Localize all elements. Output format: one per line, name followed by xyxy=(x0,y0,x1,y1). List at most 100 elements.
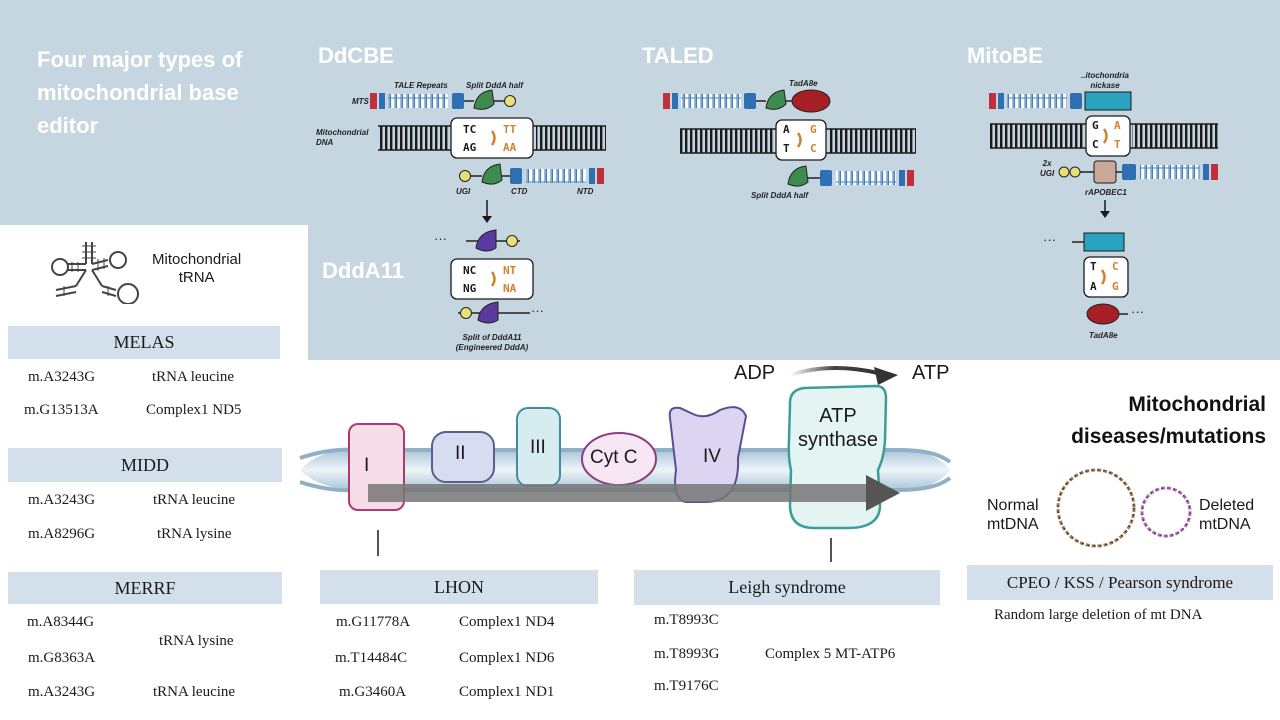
split-ddda-half-top xyxy=(473,89,495,110)
ctd-label: CTD xyxy=(511,187,528,196)
normal-mtdna-line1: Normal xyxy=(987,497,1039,514)
mitobe-title: MitoBE xyxy=(967,43,1043,68)
taled-top-left: A xyxy=(783,123,790,136)
editors-heading-line3: editor xyxy=(37,113,99,138)
base-editor-schematics xyxy=(370,89,1218,325)
ddda11-title: DddA11 xyxy=(322,258,404,283)
ddda11-caption-line2: (Engineered DddA) xyxy=(455,343,529,352)
midd-header: MIDD xyxy=(8,448,282,482)
merrf-mutation-1: m.A8344G xyxy=(27,614,95,630)
ddcbe-top-left: TC xyxy=(463,123,477,136)
leigh-mutation-2: m.T8993G xyxy=(654,646,720,662)
mitobe-ugi-line2: UGI xyxy=(1040,169,1055,178)
mito-dna-label-line2: DNA xyxy=(316,138,334,147)
rapobec1-label: rAPOBEC1 xyxy=(1085,188,1127,197)
ddda11-bottom-right: NA xyxy=(503,282,517,295)
atp-label: ATP xyxy=(912,362,950,384)
trna-label-line1: Mitochondrial xyxy=(152,251,242,268)
mitobe-target-bubble xyxy=(1085,115,1131,157)
mts-segment xyxy=(370,93,377,109)
leigh-mutation-3: m.T9176C xyxy=(654,678,719,694)
mito-dna-label-line1: Mitochondrial xyxy=(316,128,369,137)
adp-label: ADP xyxy=(734,362,776,384)
diseases-heading: Mitochondrial diseases/mutations xyxy=(1010,389,1266,453)
lhon-mutation-3: m.G3460A xyxy=(339,684,407,700)
ddda11-target-bubble xyxy=(450,258,534,300)
ddda11-dots-left: ··· xyxy=(434,231,447,246)
taled-diagram xyxy=(663,89,916,187)
ddcbe-bottom-right: AA xyxy=(503,141,517,154)
lhon-gene-1: Complex1 ND4 xyxy=(459,614,555,630)
ddcbe-bottom-left: AG xyxy=(463,141,477,154)
normal-mtdna-circle xyxy=(1056,468,1136,548)
complex-i-label: I xyxy=(364,455,370,476)
mitobe-after-top-left: T xyxy=(1090,260,1097,273)
deleted-mtdna-line2: mtDNA xyxy=(1199,516,1251,533)
editors-heading-line2: mitochondrial base xyxy=(37,80,239,105)
lhon-mutation-2: m.T14484C xyxy=(335,650,408,666)
ugi-label: UGI xyxy=(456,187,471,196)
adp-atp-arrow xyxy=(789,366,879,377)
ddcbe-title: DdCBE xyxy=(318,43,394,68)
lhon-gene-3: Complex1 ND1 xyxy=(459,684,555,700)
split-ddda-half-label: Split DddA half xyxy=(466,81,524,90)
ntd-segment xyxy=(379,93,385,109)
melas-header: MELAS xyxy=(8,326,280,359)
diseases-heading-line2: diseases/mutations xyxy=(1071,425,1266,448)
ddda11-bottom-left: NG xyxy=(463,282,477,295)
complex-iv-label: IV xyxy=(703,446,721,467)
tada8e-domain xyxy=(791,89,831,113)
mitobe-nickase-line2: nickase xyxy=(1090,81,1120,90)
mitobe-after-top-right: C xyxy=(1112,260,1119,273)
melas-gene-2: Complex1 ND5 xyxy=(146,402,242,418)
ddda11-caption-line1: Split of DddA11 xyxy=(462,333,522,342)
ugi-domain-top xyxy=(504,95,516,107)
ddcbe-diagram xyxy=(370,89,606,223)
electron-flow-arrow xyxy=(368,484,876,502)
cytc-label: Cyt C xyxy=(590,447,638,468)
taled-bottom-right: C xyxy=(810,142,817,155)
editors-heading-line1: Four major types of xyxy=(37,47,243,72)
ddda11-half-bottom xyxy=(477,301,499,324)
complex-ii-label: II xyxy=(455,443,466,464)
normal-mtdna-label: Normal mtDNA xyxy=(987,496,1039,534)
mitobe-top-right: A xyxy=(1114,119,1121,132)
mito-dna-label: Mitochondrial DNA xyxy=(316,128,368,148)
mitobe-ugi-label: 2x UGI xyxy=(1040,159,1054,179)
ddda11-caption: Split of DddA11 (Engineered DddA) xyxy=(452,333,532,353)
merrf-gene-leucine: tRNA leucine xyxy=(153,684,236,700)
taled-split-ddda-label: Split DddA half xyxy=(751,191,809,200)
editors-heading: Four major types of mitochondrial base e… xyxy=(37,43,242,142)
deleted-mtdna-circle xyxy=(1140,486,1192,538)
midd-mutation-2: m.A8296G xyxy=(28,526,96,542)
leigh-gene: Complex 5 MT-ATP6 xyxy=(765,646,896,662)
tale-repeats-label: TALE Repeats xyxy=(394,81,448,90)
lhon-header: LHON xyxy=(320,570,598,604)
mitobe-tada8e-label: TadA8e xyxy=(1089,331,1118,340)
ctd-segment xyxy=(452,93,464,109)
merrf-header: MERRF xyxy=(8,572,282,604)
mitobe-ugi-line1: 2x xyxy=(1042,159,1052,168)
merrf-mutation-3: m.A3243G xyxy=(28,684,96,700)
mitobe-diagram xyxy=(989,91,1218,325)
taled-title: TALED xyxy=(642,43,714,68)
leigh-mutation-1: m.T8993C xyxy=(654,612,719,628)
mitobe-bottom-left: C xyxy=(1092,138,1099,151)
complex-ii xyxy=(431,431,495,483)
cpeo-header: CPEO / KSS / Pearson syndrome xyxy=(967,565,1273,600)
ddcbe-target-bubble xyxy=(450,117,534,159)
mitobe-top-left: G xyxy=(1092,119,1099,132)
ddcbe-dna-right xyxy=(536,126,606,150)
ddda11-top-right: NT xyxy=(503,264,517,277)
merrf-gene-lysine: tRNA lysine xyxy=(159,633,234,649)
mitobe-dots-right: ··· xyxy=(1131,304,1144,319)
mitobe-after-bottom-left: A xyxy=(1090,280,1097,293)
atp-synthase-label-line2: synthase xyxy=(797,429,879,451)
merrf-mutation-2: m.G8363A xyxy=(28,650,96,666)
ddcbe-top-right: TT xyxy=(503,123,517,136)
atp-synthase-label: ATP synthase xyxy=(790,404,886,452)
trna-label: Mitochondrial tRNA xyxy=(152,251,241,287)
deleted-mtdna-label: Deleted mtDNA xyxy=(1199,496,1254,534)
mito-nickase xyxy=(1084,91,1132,111)
midd-mutation-1: m.A3243G xyxy=(28,492,96,508)
